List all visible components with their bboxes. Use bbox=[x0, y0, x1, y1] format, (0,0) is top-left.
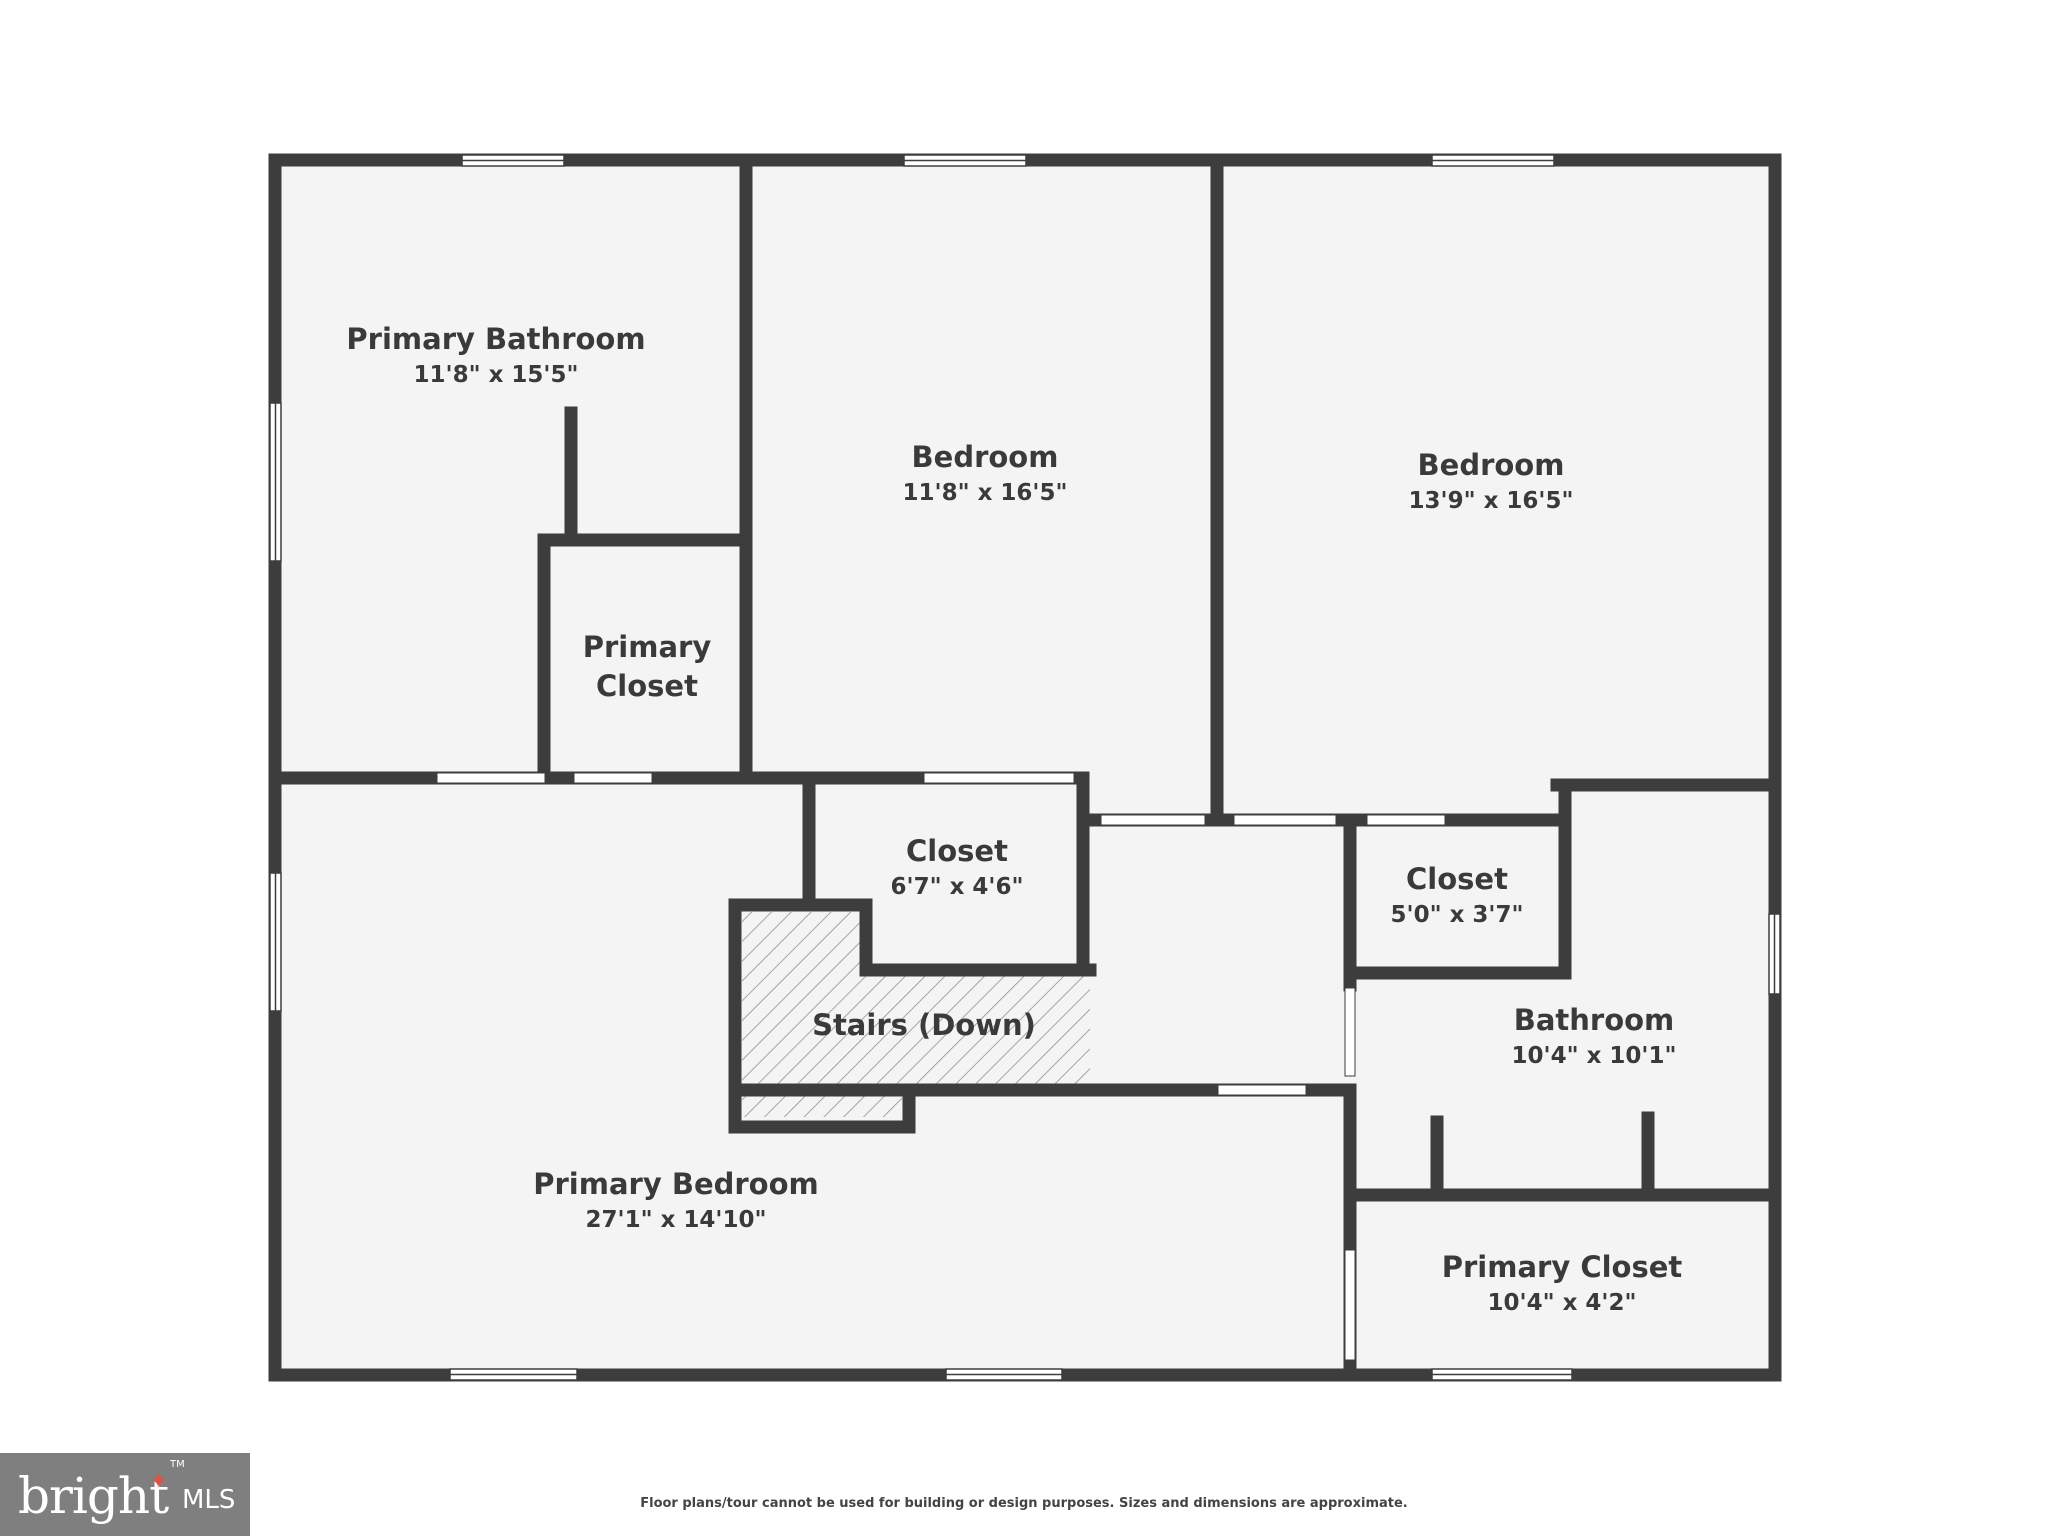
room-name: Closet bbox=[596, 669, 698, 703]
trademark-label: TM bbox=[170, 1459, 185, 1470]
window bbox=[903, 154, 1027, 167]
window bbox=[269, 872, 282, 1012]
openings bbox=[436, 772, 1446, 1361]
window bbox=[461, 154, 565, 167]
brand-logo-suffix: MLS bbox=[182, 1485, 236, 1515]
room-dimensions: 10'4" x 4'2" bbox=[1488, 1290, 1637, 1316]
room-name: Stairs (Down) bbox=[812, 1008, 1036, 1042]
room-labels: Primary Bathroom 11'8" x 15'5" Bedroom 1… bbox=[346, 322, 1682, 1316]
room-name: Primary Bedroom bbox=[533, 1167, 818, 1201]
door-opening bbox=[1217, 1084, 1307, 1096]
window bbox=[945, 1368, 1063, 1381]
room-dimensions: 10'4" x 10'1" bbox=[1512, 1043, 1677, 1069]
window bbox=[1431, 154, 1555, 167]
brand-logo: bright ✦ TM MLS bbox=[0, 1453, 250, 1536]
room-name: Closet bbox=[1406, 862, 1508, 896]
room-name: Bedroom bbox=[1418, 448, 1565, 482]
door-opening bbox=[1344, 987, 1356, 1077]
door-opening bbox=[923, 772, 1075, 784]
window bbox=[269, 402, 282, 562]
door-opening bbox=[1233, 814, 1337, 826]
room-dimensions: 13'9" x 16'5" bbox=[1409, 488, 1574, 514]
room-name: Closet bbox=[906, 834, 1008, 868]
disclaimer-text: Floor plans/tour cannot be used for buil… bbox=[640, 1496, 1408, 1511]
room-name: Primary bbox=[583, 630, 712, 664]
door-opening bbox=[1100, 814, 1206, 826]
room-dimensions: 5'0" x 3'7" bbox=[1391, 902, 1524, 928]
room-dimensions: 11'8" x 15'5" bbox=[414, 362, 579, 388]
stairs-landing-hatch bbox=[742, 1095, 902, 1117]
room-name: Bathroom bbox=[1514, 1003, 1675, 1037]
star-icon: ✦ bbox=[149, 1469, 168, 1494]
door-opening bbox=[436, 772, 546, 784]
windows bbox=[269, 154, 1781, 1381]
door-opening bbox=[1366, 814, 1446, 826]
room-dimensions: 27'1" x 14'10" bbox=[586, 1207, 767, 1233]
brand-logo-text: bright bbox=[18, 1467, 169, 1525]
door-opening bbox=[573, 772, 653, 784]
room-name: Primary Closet bbox=[1442, 1250, 1683, 1284]
room-dimensions: 11'8" x 16'5" bbox=[903, 480, 1068, 506]
stairs-hatch bbox=[742, 912, 1090, 1086]
room-name: Primary Bathroom bbox=[346, 322, 645, 356]
floor-area bbox=[275, 162, 1775, 1375]
room-name: Bedroom bbox=[912, 440, 1059, 474]
room-dimensions: 6'7" x 4'6" bbox=[891, 874, 1024, 900]
window bbox=[1431, 1368, 1573, 1381]
door-opening bbox=[1344, 1249, 1356, 1361]
window bbox=[449, 1368, 578, 1381]
window bbox=[1768, 913, 1781, 995]
